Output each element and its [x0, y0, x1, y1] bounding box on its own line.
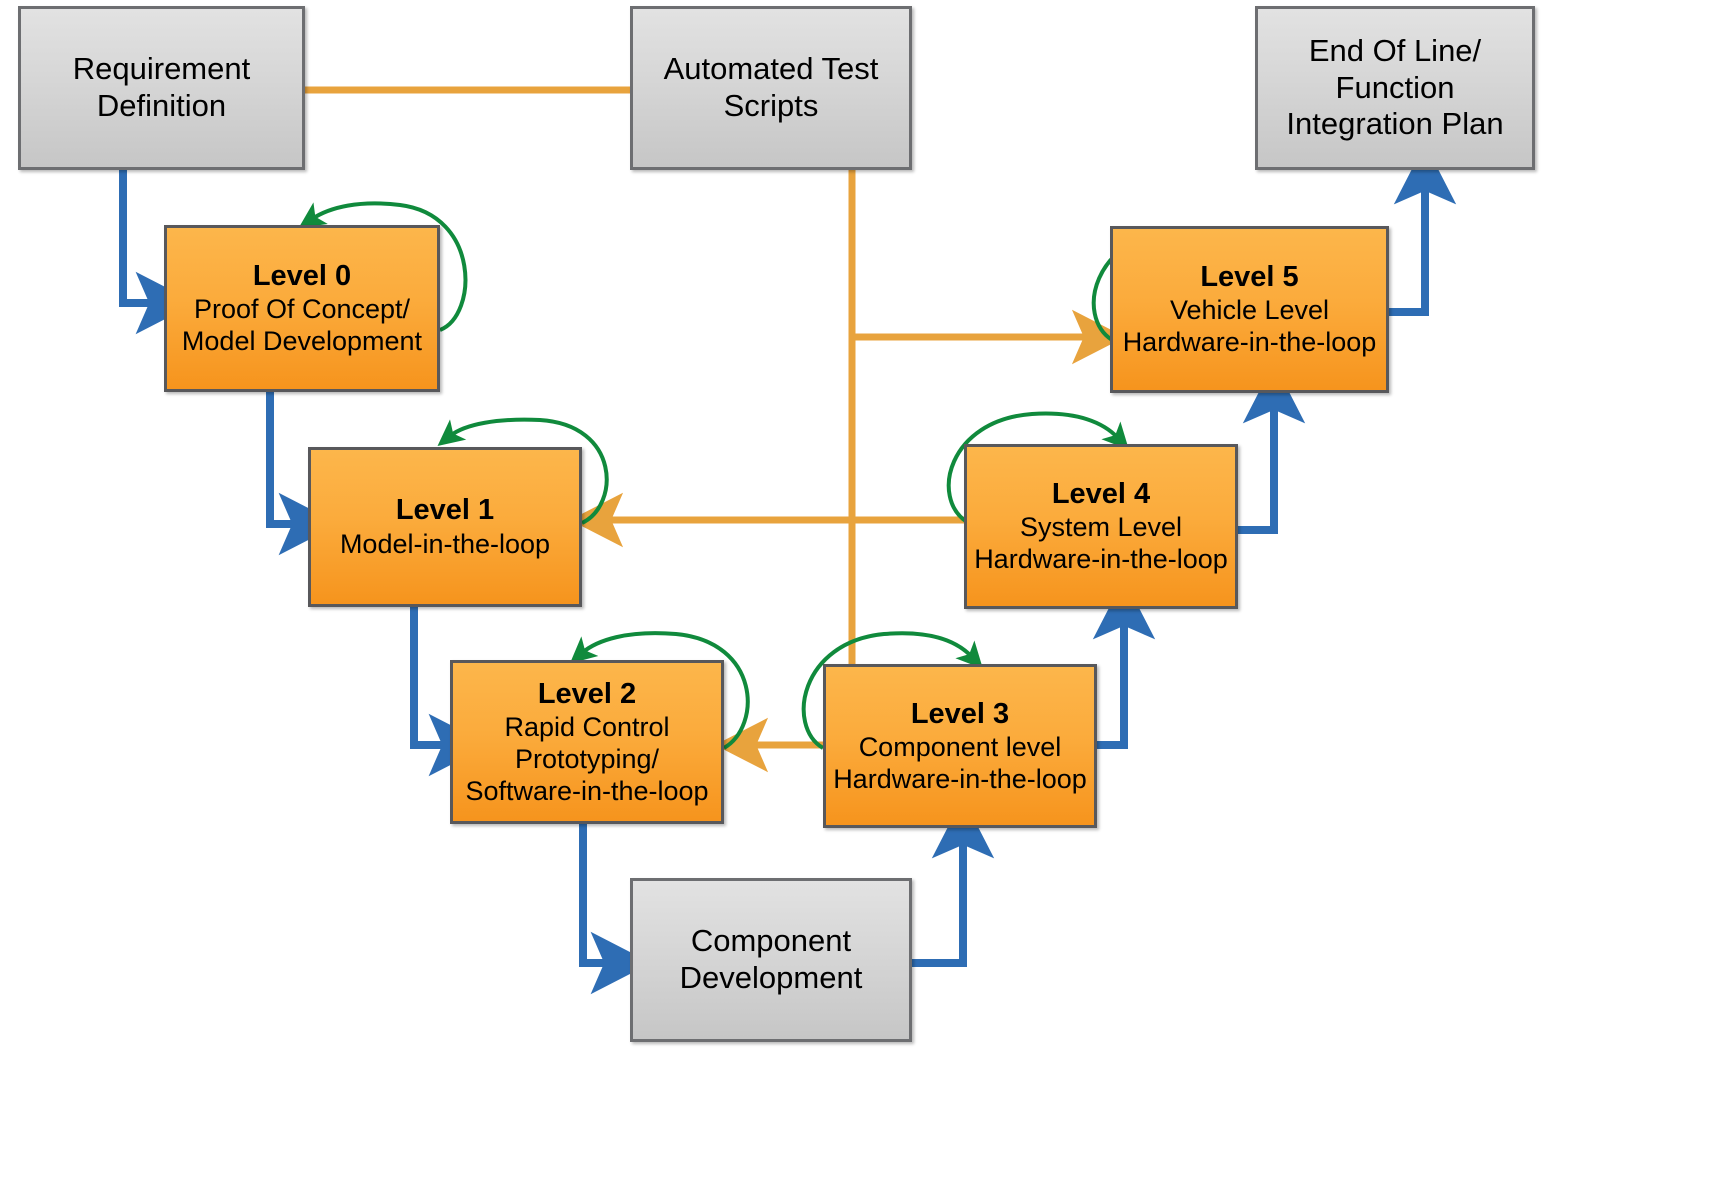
node-requirement-definition[interactable]: Requirement Definition	[18, 6, 305, 170]
level-2-line-2: Prototyping/	[514, 743, 660, 774]
edge-level4-self-loop	[946, 411, 1129, 524]
level-2-line-1: Rapid Control	[504, 711, 670, 742]
node-end-of-line-function-integration-plan[interactable]: End Of Line/ Function Integration Plan	[1255, 6, 1535, 170]
edge-level0-to-level1	[266, 392, 340, 556]
level-5-line-2: Hardware-in-the-loop	[1122, 327, 1377, 358]
node-level-4[interactable]: Level 4 System Level Hardware-in-the-loo…	[964, 444, 1238, 609]
edge-level0-self-loop	[298, 201, 468, 332]
level-4-line-2: Hardware-in-the-loop	[974, 544, 1228, 575]
edge-component-development-to-level3	[912, 797, 995, 967]
level-5-title: Level 5	[1200, 261, 1299, 294]
level-4-title: Level 4	[1051, 478, 1151, 511]
level-2-line-3: Software-in-the-loop	[465, 775, 709, 806]
edge-req-to-level0	[119, 170, 197, 335]
node-level-2[interactable]: Level 2 Rapid Control Prototyping/ Softw…	[450, 660, 724, 824]
eol-line-3: Integration Plan	[1286, 106, 1504, 142]
node-level-1[interactable]: Level 1 Model-in-the-loop	[308, 447, 582, 607]
level-3-line-1: Component level	[858, 731, 1062, 762]
level-0-title: Level 0	[252, 260, 352, 293]
edge-level2-self-loop	[569, 631, 750, 750]
eol-line-2: Function	[1335, 69, 1455, 105]
level-3-line-2: Hardware-in-the-loop	[833, 763, 1087, 794]
component-development-line-1: Component	[690, 923, 852, 959]
level-3-title: Level 3	[910, 697, 1010, 730]
requirement-definition-line-1: Requirement	[72, 51, 251, 87]
edge-level3-self-loop	[801, 631, 983, 750]
level-5-line-1: Vehicle Level	[1169, 295, 1330, 326]
level-4-line-1: System Level	[1019, 512, 1183, 543]
level-1-title: Level 1	[395, 494, 495, 527]
edge-level1-to-level2	[410, 607, 490, 777]
level-0-line-1: Proof Of Concept/	[193, 294, 411, 325]
edge-level4-to-level5	[1238, 362, 1306, 534]
node-level-3[interactable]: Level 3 Component level Hardware-in-the-…	[823, 664, 1097, 828]
node-component-development[interactable]: Component Development	[630, 878, 912, 1042]
edge-level2-to-component-development	[579, 824, 652, 995]
edge-level5-to-eol	[1389, 143, 1457, 316]
requirement-definition-line-2: Definition	[96, 88, 227, 123]
edge-level3-to-level4	[1092, 578, 1156, 749]
node-automated-test-scripts[interactable]: Automated Test Scripts	[630, 6, 912, 170]
component-development-line-2: Development	[679, 960, 863, 995]
automated-test-scripts-line-2: Scripts	[723, 88, 819, 123]
level-0-line-2: Model Development	[181, 326, 423, 357]
eol-line-1: End Of Line/	[1308, 33, 1482, 69]
node-level-5[interactable]: Level 5 Vehicle Level Hardware-in-the-lo…	[1110, 226, 1389, 393]
node-level-0[interactable]: Level 0 Proof Of Concept/ Model Developm…	[164, 225, 440, 392]
level-1-line-1: Model-in-the-loop	[339, 528, 551, 559]
edge-level1-self-loop	[437, 417, 609, 525]
automated-test-scripts-line-1: Automated Test	[663, 51, 879, 87]
level-2-title: Level 2	[537, 677, 637, 710]
